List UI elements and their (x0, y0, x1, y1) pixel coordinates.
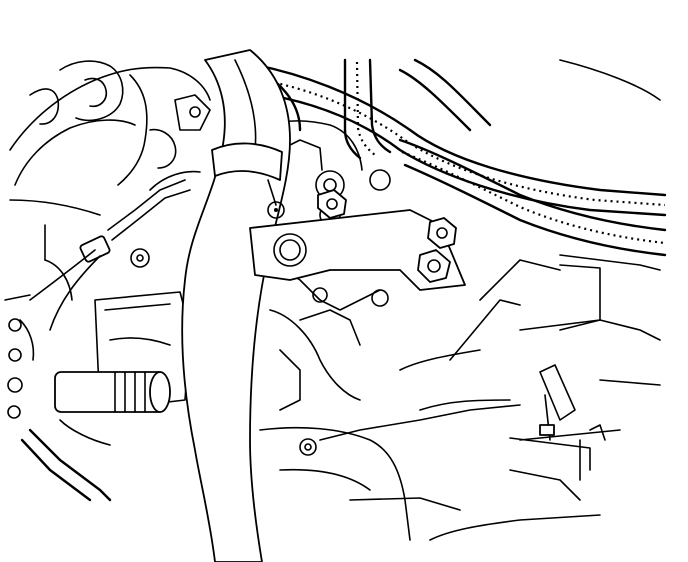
clutch-slave-cylinder (20, 371, 171, 502)
sensor-connector (29, 94, 211, 331)
bracket-bolts (317, 189, 457, 283)
radiator-hose (181, 49, 291, 562)
engine-block (4, 59, 661, 541)
mounting-bracket (249, 209, 466, 291)
vertical-conduit (343, 58, 392, 160)
hose-clamp (211, 142, 285, 219)
right-side-bracket (509, 364, 606, 471)
